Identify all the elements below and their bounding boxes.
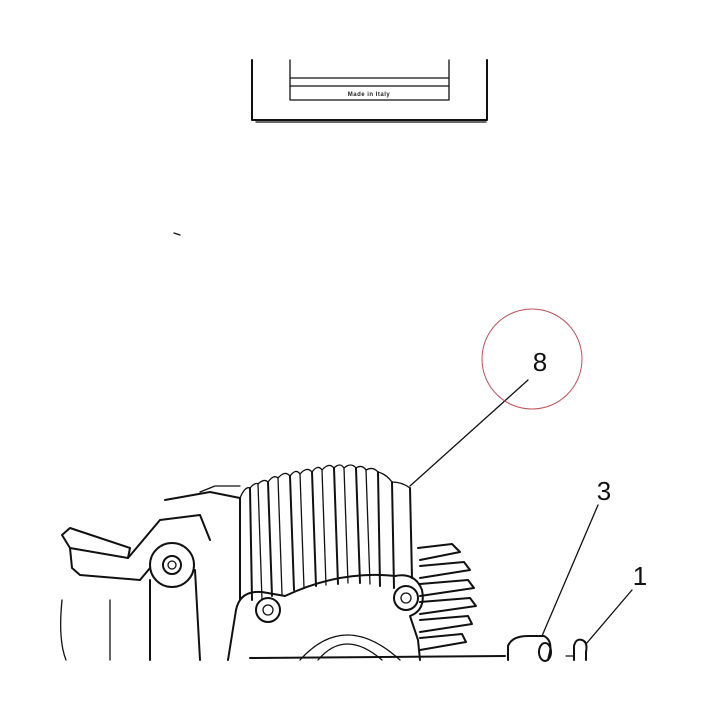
callout-3-label: 3: [597, 476, 611, 506]
callout-1-label: 1: [633, 561, 647, 591]
part-3-bushing: [507, 635, 552, 662]
nameplate: Made in Italy: [251, 59, 488, 123]
plate-caption: Made in Italy: [348, 92, 391, 98]
leader-line-8: [409, 379, 529, 487]
callout-8-label: 8: [533, 347, 547, 377]
cooling-fins-horizontal: [417, 543, 477, 651]
cylinder-base-flange: [227, 573, 424, 661]
stray-mark: [173, 232, 181, 236]
highlight-circle: [481, 308, 583, 410]
engine-cylinder-assembly: [60, 464, 506, 661]
leader-line-1: [585, 589, 633, 645]
leader-line-3: [541, 504, 599, 637]
cooling-fins-vertical: [239, 464, 413, 601]
part-1-clip: [565, 638, 588, 661]
